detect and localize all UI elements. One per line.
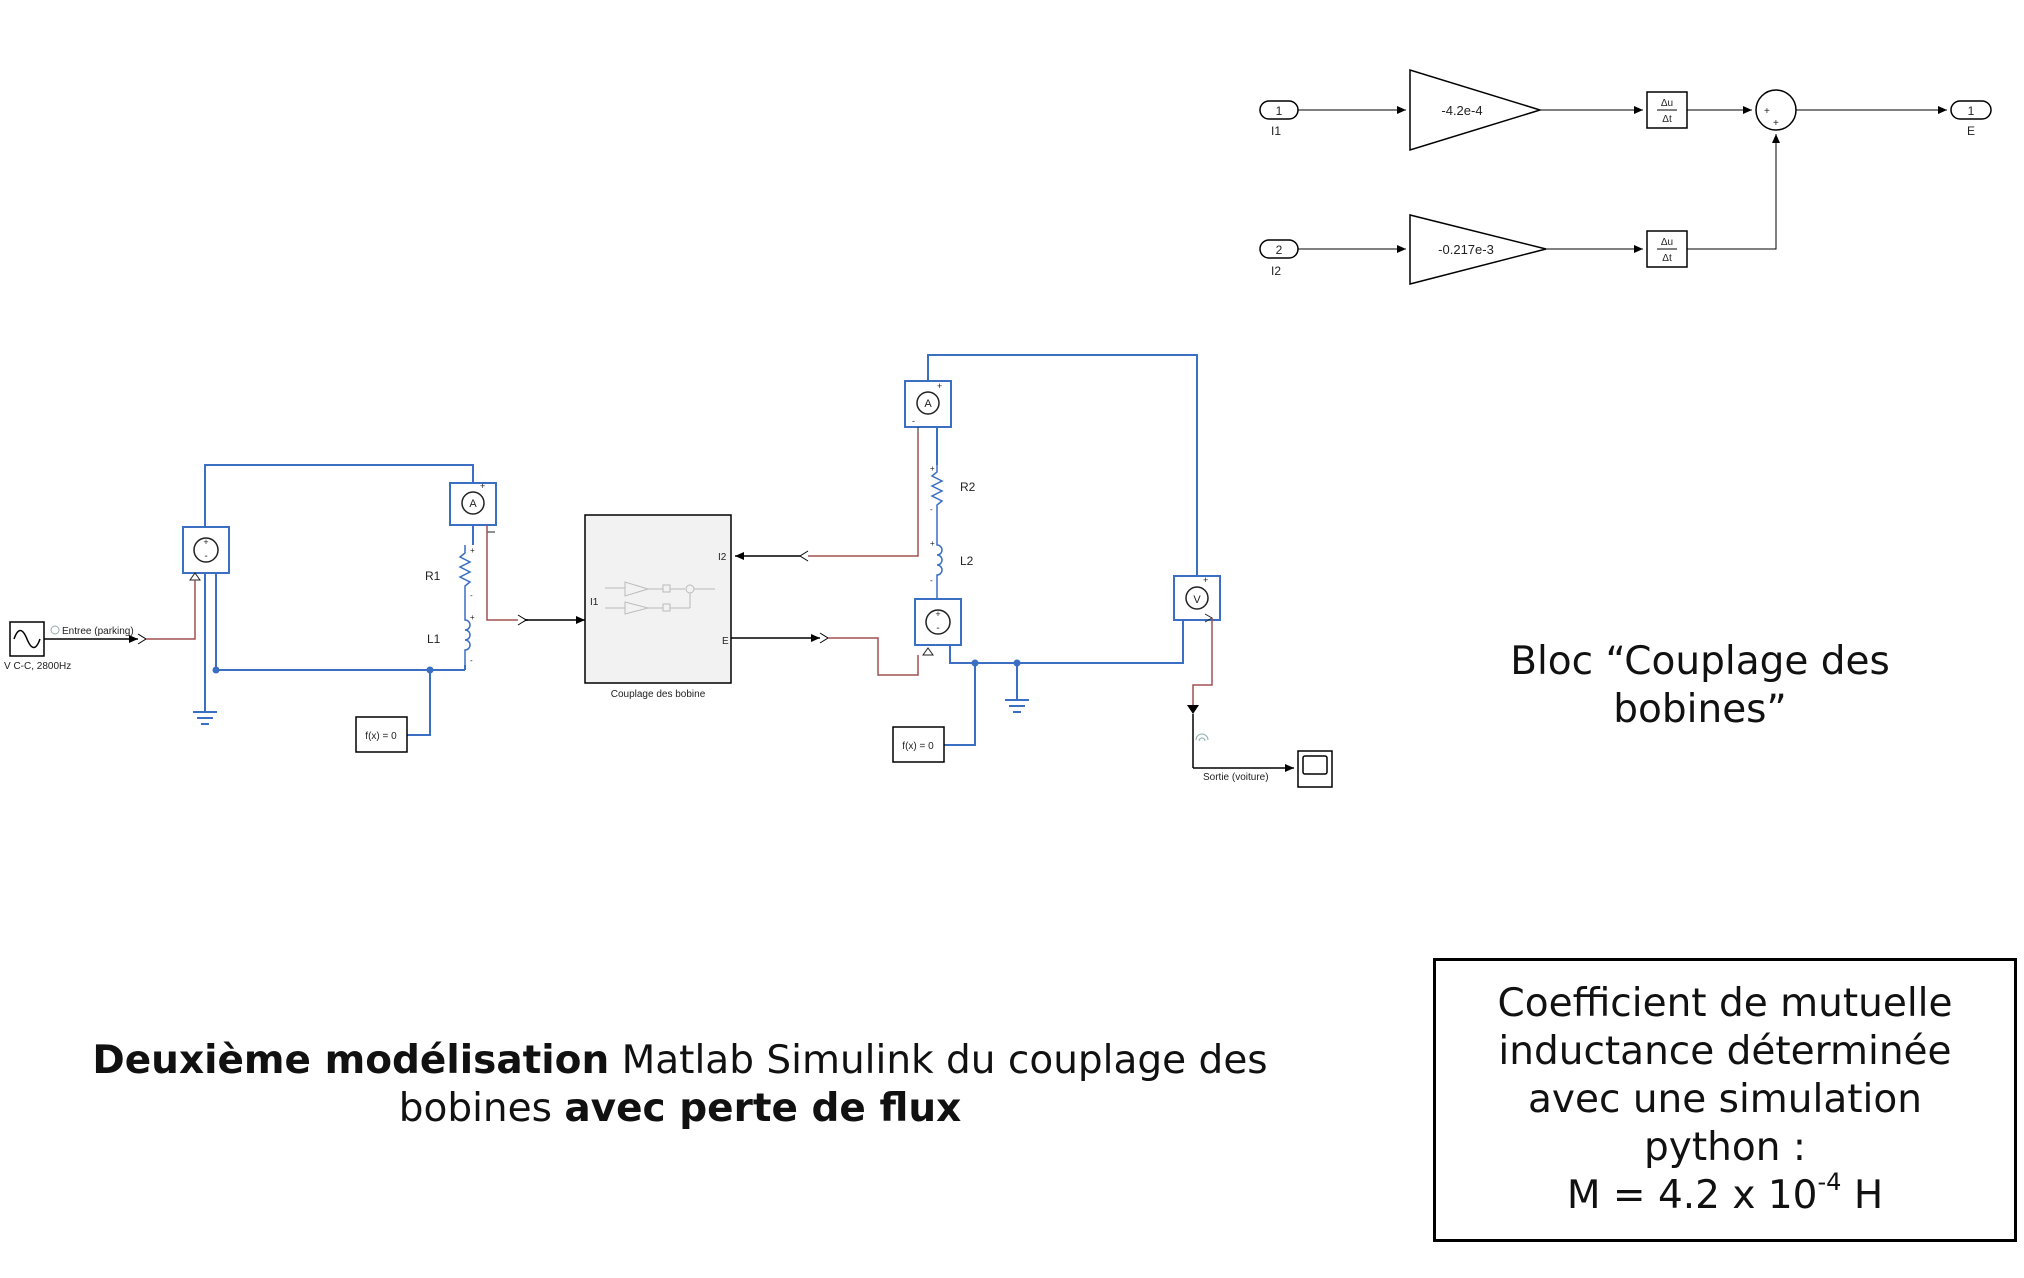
resistor-r1[interactable] [458,545,472,610]
gain-1-value: -4.2e-4 [1441,103,1482,118]
source-1-minus: - [204,551,207,562]
gain-2-value: -0.217e-3 [1438,242,1494,257]
voltmeter-symbol: V [1193,594,1201,606]
r1-minus: - [470,591,473,600]
gain-block-1[interactable] [1409,68,1543,152]
main-caption: Deuxième modélisation Matlab Simulink du… [60,1037,1300,1133]
source-2-minus: - [936,623,939,634]
ammeter-2-minus: - [912,416,915,426]
derivative-2-den: Δt [1662,253,1672,264]
r2-label: R2 [960,480,976,494]
controlled-voltage-source-1[interactable] [182,526,230,574]
source-params: V C-C, 2800Hz [4,661,71,672]
l2-plus: + [930,539,935,548]
ammeter-2-plus: + [937,381,942,391]
formula-suffix: H [1841,1173,1884,1218]
subsystem-caption-line-1: Bloc “Couplage des [1510,639,1890,684]
current-sensor-2[interactable] [904,380,952,428]
inport-1-label: I1 [1271,124,1281,138]
coef-line-2: inductance déterminée [1498,1029,1952,1074]
subsystem-caption: Bloc “Couplage des bobines” [1440,638,1960,734]
subsystem-caption-line-2: bobines” [1613,687,1787,732]
derivative-1-num: Δu [1661,98,1673,109]
outport-1[interactable] [1950,100,1992,120]
derivative-2-num: Δu [1661,237,1673,248]
inductor-l1[interactable] [464,610,471,665]
r1-label: R1 [425,569,441,583]
ground-2[interactable] [1005,699,1029,713]
r2-minus: - [930,505,933,514]
mutual-inductance-box: Coefficient de mutuelle inductance déter… [1433,958,2017,1242]
coef-line-3: avec une simulation [1528,1077,1922,1122]
controlled-voltage-source-2[interactable] [914,598,962,646]
source-1-plus: + [203,537,208,547]
ammeter-2-symbol: A [924,398,932,410]
sum-sign-1: + [1764,106,1770,117]
inport-1-number: 1 [1276,104,1283,118]
outport-1-label: E [1967,124,1975,138]
current-sensor-1[interactable] [449,482,497,526]
ammeter-1-plus: + [480,481,485,491]
main-caption-text-1: Matlab Simulink du couplage des [609,1038,1268,1083]
resistor-r2[interactable] [930,465,944,540]
l2-minus: - [930,576,933,585]
solver-config-1[interactable] [355,716,408,753]
main-caption-bold-1: Deuxième modélisation [92,1038,610,1083]
subsystem-port-e: E [722,636,729,647]
ground-1[interactable] [193,711,217,725]
solver-1-label: f(x) = 0 [365,731,397,742]
main-caption-bold-2: avec perte de flux [564,1086,962,1131]
source-2-plus: + [935,609,940,619]
solver-2-label: f(x) = 0 [902,741,934,752]
l1-minus: - [470,656,473,665]
inport-2-label: I2 [1271,264,1281,278]
voltage-sensor[interactable] [1173,575,1221,621]
solver-config-2[interactable] [892,726,945,763]
voltmeter-plus: + [1203,575,1208,585]
r2-plus: + [930,464,935,473]
coupling-subsystem-block[interactable] [584,514,732,684]
subsystem-thumbnail [605,581,715,615]
inport-2-number: 2 [1276,243,1283,257]
outport-1-number: 1 [1968,104,1975,118]
inductor-l2[interactable] [936,540,943,599]
formula-exponent: -4 [1817,1168,1842,1196]
coef-line-4: python : [1644,1125,1806,1170]
derivative-1-den: Δt [1662,114,1672,125]
formula-prefix: M = 4.2 x 10 [1566,1173,1818,1218]
l2-label: L2 [960,554,974,568]
wifi-logging-icon [1195,733,1209,742]
sum-sign-2: + [1773,118,1779,129]
scope-signal-label: Sortie (voiture) [1203,772,1269,783]
coef-line-1: Coefficient de mutuelle [1497,981,1953,1026]
signal-logging-icon [50,625,60,635]
l1-label: L1 [427,632,441,646]
subsystem-port-i1: I1 [590,597,599,608]
gain-block-2[interactable] [1409,214,1547,285]
circuit: + - V C-C, 2800Hz Entree (parking) A + R… [4,354,1333,788]
coef-formula: M = 4.2 x 10-4 H [1566,1170,1884,1220]
subsystem-detail: 1 I1 -4.2e-4 Δu Δt + + 1 E 2 I2 -0.217e-… [1259,68,1992,285]
l1-plus: + [470,613,475,622]
source-signal-label: Entree (parking) [62,626,134,637]
main-caption-text-2: bobines [398,1086,565,1131]
subsystem-name: Couplage des bobine [611,689,706,700]
subsystem-port-i2: I2 [718,552,727,563]
ammeter-1-symbol: A [469,498,477,510]
r1-plus: + [470,546,475,555]
